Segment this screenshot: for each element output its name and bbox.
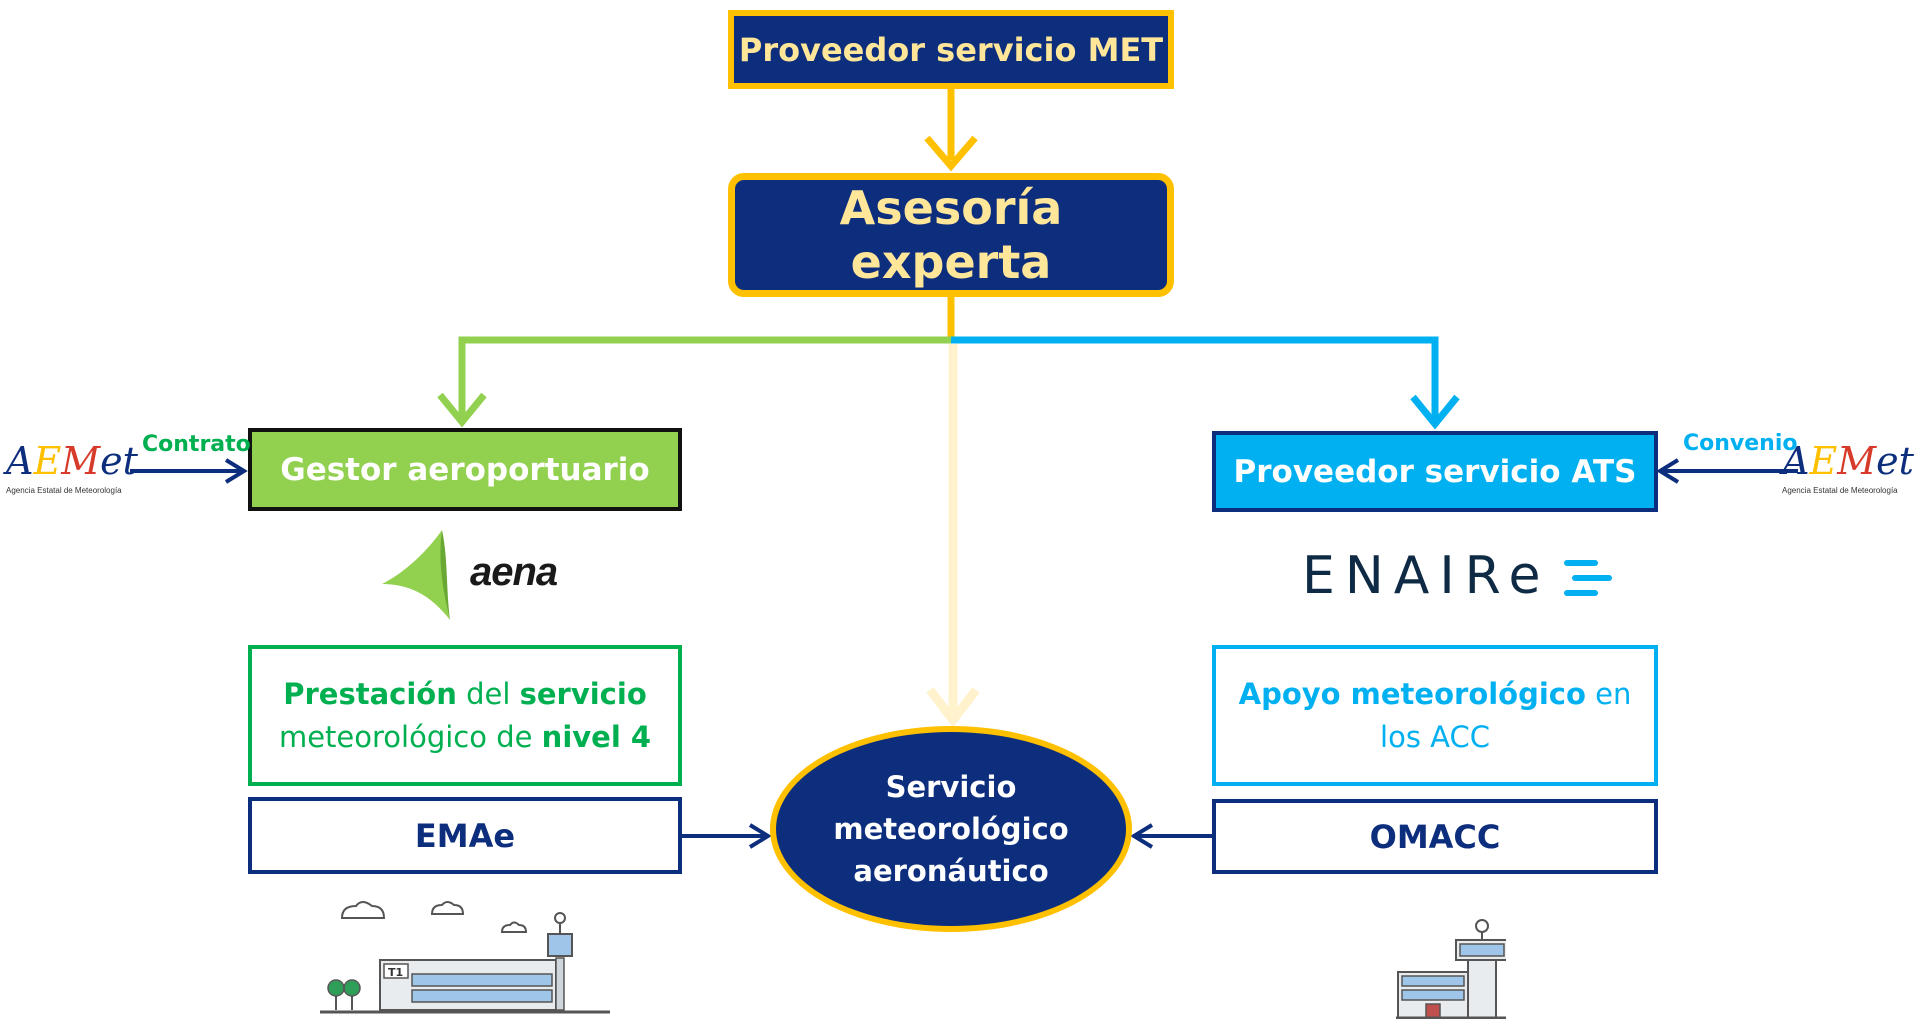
service-line3: aeronáutico (853, 854, 1049, 889)
acc-support-box: Apoyo meteorológico en los ACC (1212, 645, 1658, 786)
airport-terminal-icon: T1 (320, 901, 610, 1014)
expert-advice-box: Asesoría experta (728, 173, 1174, 297)
arrowhead-airport-manager (437, 392, 487, 428)
aemet-wordmark: AEMet (6, 439, 138, 483)
terminal-label: T1 (388, 966, 403, 979)
airport-manager-box: Gestor aeroportuario (248, 428, 682, 511)
enaire-wordmark: ENAIRe (1302, 546, 1551, 606)
ats-provider-box: Proveedor servicio ATS (1212, 431, 1658, 512)
aemet-subtitle: Agencia Estatal de Meteorología (1782, 486, 1898, 495)
met-provider-label: Proveedor servicio MET (738, 30, 1164, 69)
aena-wordmark: aena (470, 550, 558, 594)
expert-advice-label: Asesoría experta (839, 181, 1063, 289)
contrato-label: Contrato (142, 432, 251, 457)
ats-provider-label: Proveedor servicio ATS (1233, 453, 1637, 490)
omacc-label: OMACC (1369, 817, 1501, 856)
service-line1: Servicio (885, 769, 1017, 804)
arrowhead-convenio (1656, 458, 1680, 484)
branch-to-airport-manager (458, 336, 951, 418)
aemet-subtitle: Agencia Estatal de Meteorología (6, 486, 122, 495)
aemet-logo-left: AEMet Agencia Estatal de Meteorología (2, 440, 142, 502)
arrowhead-met-to-expert (924, 135, 978, 172)
level4-line1: Prestación del servicio (283, 677, 647, 712)
enaire-stripes-icon (1564, 560, 1612, 596)
acc-line2: los ACC (1380, 719, 1490, 754)
service-line2: meteorológico (833, 811, 1069, 846)
aemet-logo-right: AEMet Agencia Estatal de Meteorología (1778, 440, 1918, 502)
emae-label: EMAe (414, 816, 516, 855)
arrowhead-contrato (224, 458, 248, 484)
aemet-wordmark: AEMet (1782, 439, 1914, 483)
acc-line1: Apoyo meteorológico en (1238, 677, 1632, 712)
arrowhead-ats-provider (1410, 394, 1460, 430)
arrowhead-emae (748, 823, 772, 849)
enaire-logo: ENAIRe (1302, 548, 1622, 604)
convenio-label: Convenio (1683, 431, 1798, 456)
aena-leaf-icon (382, 530, 450, 620)
airport-manager-label: Gestor aeroportuario (280, 451, 650, 488)
arrowhead-omacc (1130, 823, 1154, 849)
control-tower-icon (1396, 919, 1506, 1019)
aeronautical-met-service-node: Servicio meteorológico aeronáutico (770, 726, 1132, 932)
branch-to-ats-provider (951, 336, 1439, 420)
emae-box: EMAe (248, 797, 682, 874)
level4-line2: meteorológico de nivel 4 (278, 719, 652, 754)
level4-service-box: Prestación del servicio meteorológico de… (248, 645, 682, 786)
arrowhead-expert-to-service (926, 687, 980, 728)
omacc-box: OMACC (1212, 799, 1658, 874)
met-provider-box: Proveedor servicio MET (728, 10, 1174, 89)
aena-logo: aena (380, 528, 570, 622)
